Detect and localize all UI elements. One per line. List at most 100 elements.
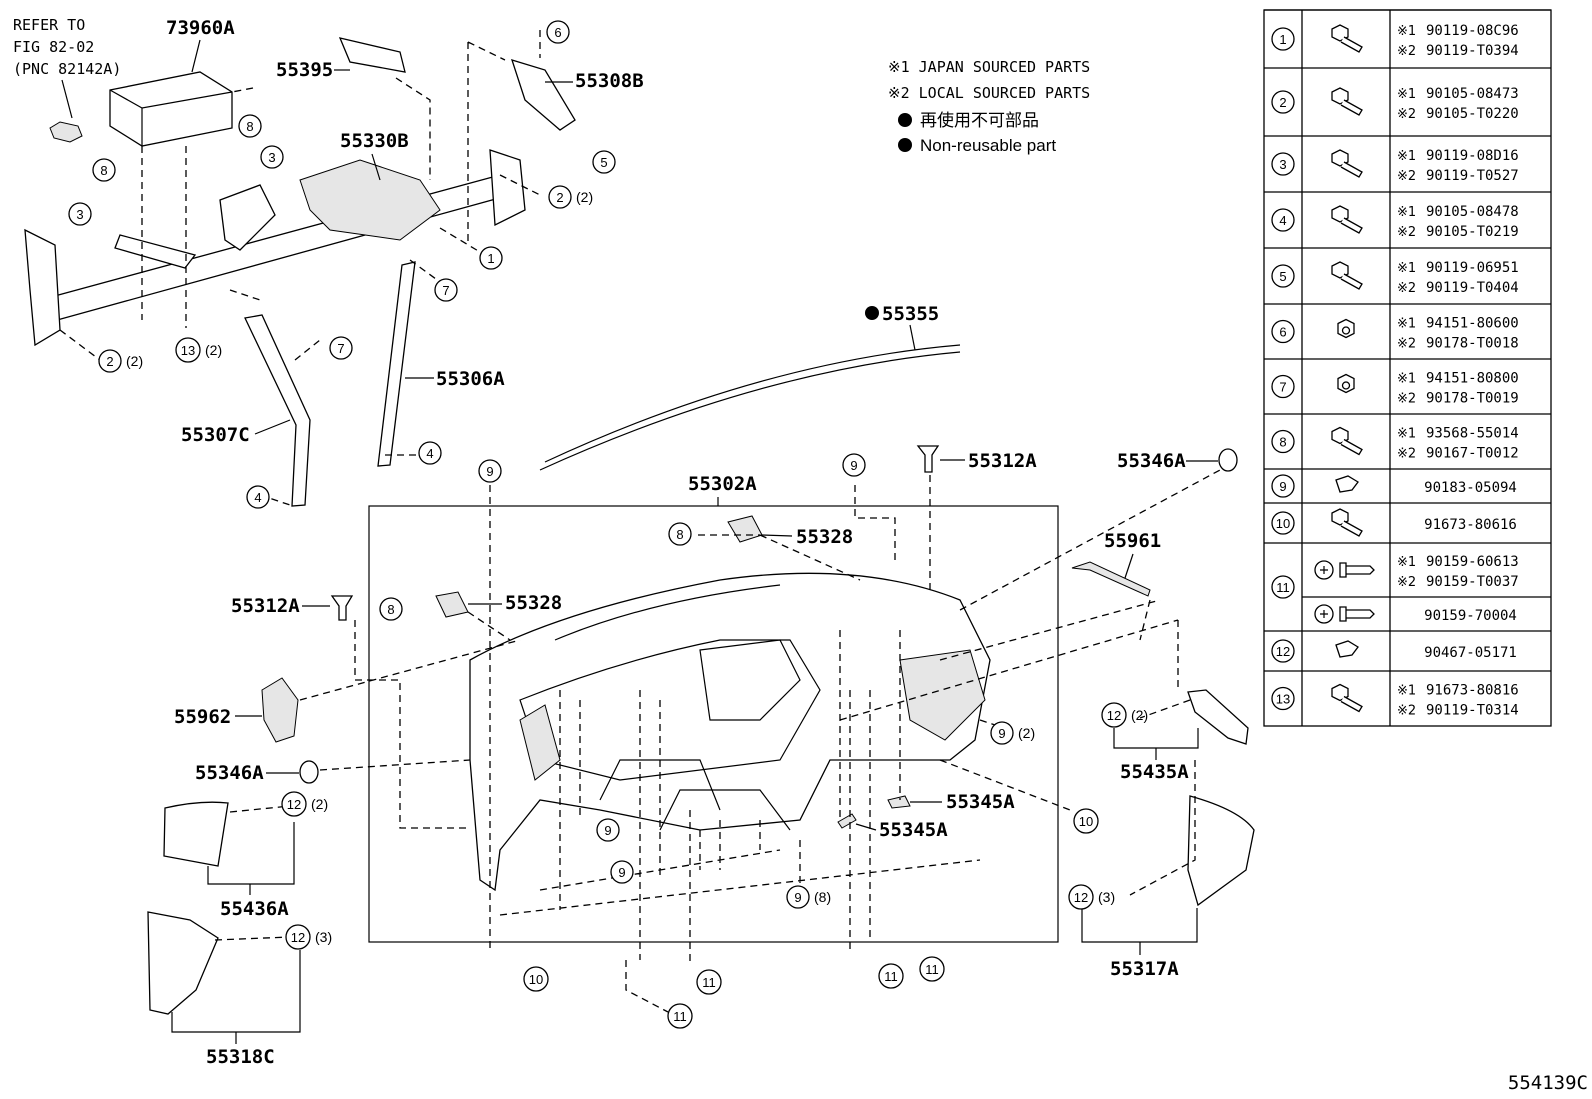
source-mark: ※1 [1397,317,1416,332]
callout-8: 8 [379,597,403,621]
nut-icon [1337,373,1355,394]
part-73960A: 73960A [166,17,235,39]
row-number-callout [1271,474,1295,498]
part-55962: 55962 [174,706,231,728]
caps-55346A: 55346A 55346A [195,448,1238,784]
row-number: 2 [1279,95,1286,110]
svg-text:9: 9 [794,890,801,905]
source-mark: ※1 [1397,372,1416,387]
row-number-callout [1271,686,1295,711]
svg-text:(3): (3) [315,929,332,945]
svg-text:11: 11 [702,975,716,990]
hex-bolt-icon [1331,149,1363,178]
table-row: 90159-70004 [1302,596,1551,624]
callout-11: 11 [667,1003,693,1029]
source-mark: ※2 [1397,337,1416,352]
svg-text:4: 4 [426,446,433,461]
row-number-callout [1271,511,1295,535]
non-reusable-dot-icon [865,306,879,320]
part-55346A-top: 55346A [1117,450,1186,472]
callouts: 8 8 6 5 3 3 2(2) 1 7 7 2(2) 13(2) 4 4 9 … [68,20,1148,1029]
callout-7: 7 [434,278,458,302]
source-mark: ※1 [1397,149,1416,164]
callout-7: 7 [329,336,353,360]
refer-line-3: (PNC 82142A) [13,60,121,78]
svg-text:7: 7 [442,283,449,298]
row-number: 13 [1276,692,1290,707]
callout-12: 12(3) [1068,884,1115,910]
cover-55317A [1187,795,1255,907]
row-number: 7 [1279,380,1286,395]
cover-55318C [147,911,219,1015]
callout-9: 9(8) [786,885,831,909]
svg-text:(2): (2) [1018,725,1035,741]
part-code: 90105-08478 [1426,204,1519,220]
hex-bolt-icon [1331,24,1363,53]
svg-text:12: 12 [1107,708,1121,723]
cover-55435A [1187,689,1249,745]
callout-12: 12(2) [281,791,328,817]
svg-text:6: 6 [554,25,561,40]
part-code: 90119-T0314 [1426,703,1519,719]
source-mark: ※1 [1397,87,1416,102]
right-bracket [489,149,526,227]
source-mark: ※2 [1397,281,1416,296]
svg-text:8: 8 [387,602,394,617]
hex-bolt-icon [1331,87,1363,116]
source-mark: ※2 [1397,704,1416,719]
svg-text:11: 11 [884,969,898,984]
source-mark: ※1 [1397,24,1416,39]
legend-non-reusable-en: Non-reusable part [920,136,1056,155]
row-number-callout [1271,374,1295,399]
svg-text:8: 8 [676,527,683,542]
callout-3: 3 [68,202,92,226]
clip-55345A-a [887,795,911,809]
callout-2: 2(2) [548,185,593,209]
svg-text:9: 9 [618,865,625,880]
svg-text:11: 11 [673,1009,687,1024]
callout-8: 8 [92,158,116,182]
part-55435A: 55435A [1120,761,1189,783]
part-55307C: 55307C [181,424,250,446]
callout-3: 3 [260,145,284,169]
refer-line-2: FIG 82-02 [13,38,94,56]
part-code: 90178-T0019 [1426,391,1519,407]
row-number-callout [1271,429,1295,454]
pin-55312A-top [916,445,940,473]
panel-55302A [469,572,991,892]
vent-55962: 55962 [174,677,299,743]
row-number: 6 [1279,325,1286,340]
clips-55345A: 55345A 55345A [837,791,1015,841]
svg-text:11: 11 [925,962,939,977]
source-mark: ※2 [1397,107,1416,122]
left-bracket [24,228,61,347]
part-code: 90119-08D16 [1426,148,1519,164]
bracket-55395 [338,37,406,73]
part-55302A: 55302A [688,473,757,495]
upper-assembly: 73960A 55395 55308B 55330B 55306A 55307C [24,17,644,507]
svg-text:7: 7 [337,341,344,356]
callout-9: 9(2) [990,721,1035,745]
cap-55346A-left [299,760,319,784]
part-55312A-top: 55312A [968,450,1037,472]
pins-55312A: 55312A 55312A [231,445,1037,621]
hex-bolt-icon [1331,508,1363,537]
clip-55328-left [435,591,469,618]
part-body-55961 [1071,561,1151,597]
part-code: 90105-T0219 [1426,224,1519,240]
part-code: 90183-05094 [1424,480,1517,496]
source-mark: ※2 [1397,392,1416,407]
callout-10: 10 [1073,808,1099,834]
svg-text:9: 9 [486,464,493,479]
part-55346A-left: 55346A [195,762,264,784]
part-code: 90105-08473 [1426,86,1519,102]
svg-text:5: 5 [600,155,607,170]
